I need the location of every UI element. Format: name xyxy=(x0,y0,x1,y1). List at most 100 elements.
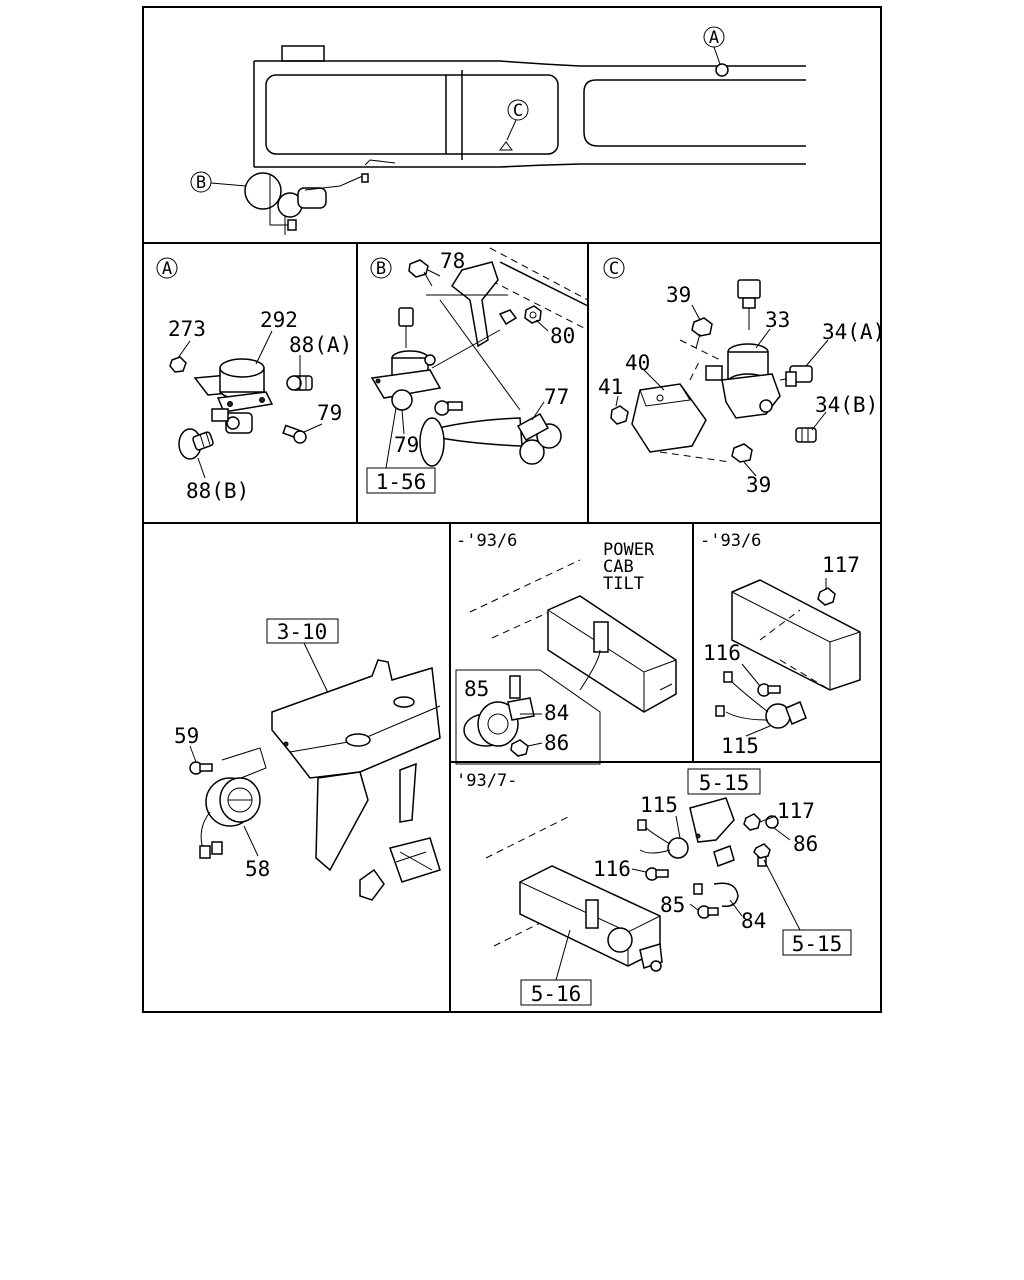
callout-b-label: B xyxy=(196,173,206,193)
switch-115 xyxy=(715,671,807,729)
inset-detail xyxy=(455,649,601,765)
label-117: 117 xyxy=(822,553,860,577)
label-273: 273 xyxy=(168,317,206,341)
bracket-40 xyxy=(631,383,707,453)
callout-b-top: B xyxy=(190,171,247,193)
bolt-116 xyxy=(757,683,781,697)
horn-bracket xyxy=(426,261,518,348)
panel-c-callout: C xyxy=(609,259,619,279)
air-tank-assembly xyxy=(244,159,396,235)
panel-tilt-late: '93/7- 5-15 xyxy=(456,768,852,1006)
ref-1-56: 1-56 xyxy=(376,470,427,494)
period-tilt-late: '93/7- xyxy=(456,771,517,791)
label-115: 115 xyxy=(721,734,759,758)
label-116: 116 xyxy=(703,641,741,665)
panel-pedal: 3-10 xyxy=(174,618,441,901)
ref-box-3-10 xyxy=(266,618,339,644)
bolt-78 xyxy=(408,259,433,287)
bolt-39-bottom xyxy=(731,443,753,463)
label-77: 77 xyxy=(544,385,569,409)
callout-c-top: C xyxy=(506,99,529,141)
fitting-34b xyxy=(795,427,817,443)
power-cab-tilt-line3: TILT xyxy=(603,574,644,594)
callout-a-label: A xyxy=(709,28,719,48)
label-78: 78 xyxy=(440,249,465,273)
tilt-bracket-early xyxy=(469,559,677,713)
panel-tilt-early: -'93/6 POWER CAB TILT 85 84 86 xyxy=(455,531,677,765)
label-84: 84 xyxy=(741,909,766,933)
ref-3-10: 3-10 xyxy=(277,620,328,644)
switch-bracket-late xyxy=(637,797,735,867)
label-86: 86 xyxy=(793,832,818,856)
nut-117-late xyxy=(743,813,761,831)
label-34a: 34(A) xyxy=(822,320,885,344)
label-84: 84 xyxy=(544,701,569,725)
label-40: 40 xyxy=(625,351,650,375)
bolt-116-late xyxy=(645,867,669,881)
label-39-top: 39 xyxy=(666,283,691,307)
fitting-88b xyxy=(178,428,214,460)
panel-a: A xyxy=(156,257,352,503)
fitting-88a xyxy=(286,375,313,391)
label-58: 58 xyxy=(245,857,270,881)
label-34b: 34(B) xyxy=(815,393,878,417)
callout-a-top: A xyxy=(703,26,725,65)
fitting-34a xyxy=(785,365,813,387)
label-79: 79 xyxy=(394,433,419,457)
label-292: 292 xyxy=(260,308,298,332)
label-39-bottom: 39 xyxy=(746,473,771,497)
nut-273 xyxy=(169,356,187,373)
label-59: 59 xyxy=(174,724,199,748)
bolt-85-late xyxy=(697,905,719,919)
label-115: 115 xyxy=(640,793,678,817)
relay-valve xyxy=(370,307,442,411)
panel-grid xyxy=(142,6,882,1013)
switch-58 xyxy=(199,747,267,859)
power-cab-tilt-line1: POWER xyxy=(603,540,655,560)
ref-5-15-top: 5-15 xyxy=(699,771,750,795)
connector xyxy=(737,279,761,330)
label-33: 33 xyxy=(765,308,790,332)
bolt-39-top xyxy=(691,317,713,349)
solenoid-valve-292 xyxy=(193,358,274,434)
ref-5-16: 5-16 xyxy=(531,982,582,1006)
label-79: 79 xyxy=(317,401,342,425)
power-cab-tilt-line2: CAB xyxy=(603,557,634,577)
bolt-59 xyxy=(189,761,213,775)
nut-41 xyxy=(610,405,629,425)
frame-member xyxy=(469,247,589,331)
ref-box-5-15-top xyxy=(687,768,761,795)
panel-a-callout: A xyxy=(162,259,172,279)
panel-b: B xyxy=(366,247,589,494)
ref-box-5-16 xyxy=(520,979,592,1006)
ref-box-1-56 xyxy=(366,467,436,494)
overview-panel: A C B xyxy=(190,26,806,235)
label-85: 85 xyxy=(464,677,489,701)
tilt-bracket-late xyxy=(485,815,663,972)
label-85: 85 xyxy=(660,893,685,917)
label-80: 80 xyxy=(550,324,575,348)
bolt-vertical-late xyxy=(753,843,771,867)
callout-c-label: C xyxy=(513,101,523,121)
label-86: 86 xyxy=(544,731,569,755)
solenoid-valve-33 xyxy=(705,343,781,419)
panel-tilt-switch-early: -'93/6 117 116 115 xyxy=(700,531,861,758)
nut-80 xyxy=(524,305,542,324)
pedal-bracket xyxy=(271,659,441,901)
panel-b-callout: B xyxy=(376,259,386,279)
ref-5-15-right: 5-15 xyxy=(792,932,843,956)
label-41: 41 xyxy=(598,375,623,399)
ref-box-5-15-right xyxy=(782,929,852,956)
period-tilt-early: -'93/6 xyxy=(456,531,517,551)
panel-c: C xyxy=(598,257,885,497)
horn-77 xyxy=(419,412,562,467)
period-tilt-switch-early: -'93/6 xyxy=(700,531,761,551)
clamp-84-late xyxy=(693,882,739,908)
chassis-frame-rail xyxy=(253,45,806,168)
bolt-79-b xyxy=(434,400,463,416)
tilt-bracket-early-2 xyxy=(731,579,861,691)
nut-117 xyxy=(817,587,836,606)
bolt-79 xyxy=(282,424,307,444)
label-116: 116 xyxy=(593,857,631,881)
